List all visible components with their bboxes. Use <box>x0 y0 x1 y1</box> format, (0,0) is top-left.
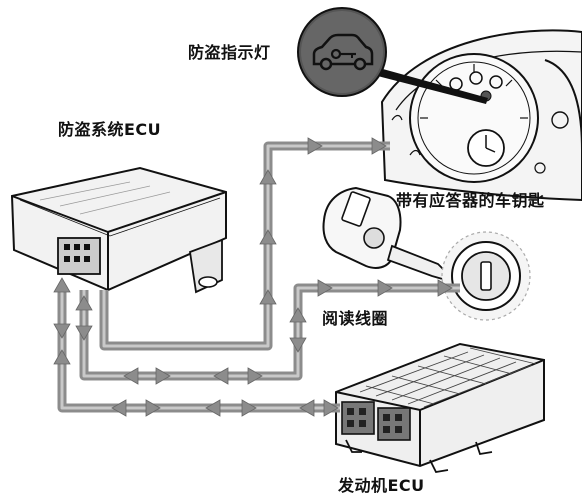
arrow-up <box>75 295 93 311</box>
arrow-left <box>213 367 229 385</box>
lamp-leader-line <box>370 66 488 104</box>
ecu-connector-pins <box>64 244 90 262</box>
arrow-down <box>75 325 93 341</box>
engine-ecu-grid <box>359 347 537 408</box>
arrow-right <box>155 367 171 385</box>
transponder-key-icon <box>322 186 458 281</box>
arrow-left <box>205 399 221 417</box>
arrow-up <box>53 277 71 293</box>
arrow-left <box>123 367 139 385</box>
wire-ecu-to-coil-highlight <box>82 286 460 378</box>
read-coil-label: 阅读线圈 <box>322 309 389 328</box>
ignition-coil-icon <box>441 231 531 321</box>
arrow-left <box>299 399 315 417</box>
arrow-down <box>53 323 71 339</box>
arrow-up <box>289 307 307 323</box>
arrow-right <box>437 279 453 297</box>
arrow-right <box>307 137 323 155</box>
arrow-right <box>377 279 393 297</box>
immobilizer-ecu-box <box>10 166 227 294</box>
arrow-up <box>259 169 277 185</box>
arrow-up <box>259 229 277 245</box>
arrow-right <box>247 367 263 385</box>
arrow-right <box>371 137 387 155</box>
arrow-left <box>111 399 127 417</box>
ecu-top-ribs <box>39 181 171 215</box>
engine-ecu-box <box>335 342 545 473</box>
arrow-down <box>289 337 307 353</box>
arrow-right <box>323 399 339 417</box>
indicator-lamp-label: 防盗指示灯 <box>188 43 271 62</box>
arrow-right <box>241 399 257 417</box>
engine-ecu-pins <box>347 408 402 433</box>
gauge-ticks <box>420 64 528 119</box>
engine-ecu-label: 发动机ECU <box>338 476 425 495</box>
immobilizer-ecu-label: 防盗系统ECU <box>58 120 162 139</box>
arrow-up <box>53 349 71 365</box>
wire-arrows <box>53 137 453 417</box>
car-padlock-icon <box>297 7 387 97</box>
transponder-key-label: 带有应答器的车钥匙 <box>396 191 545 210</box>
arrow-up <box>259 289 277 305</box>
instrument-cluster <box>380 29 582 202</box>
arrow-right <box>317 279 333 297</box>
arrow-right <box>145 399 161 417</box>
